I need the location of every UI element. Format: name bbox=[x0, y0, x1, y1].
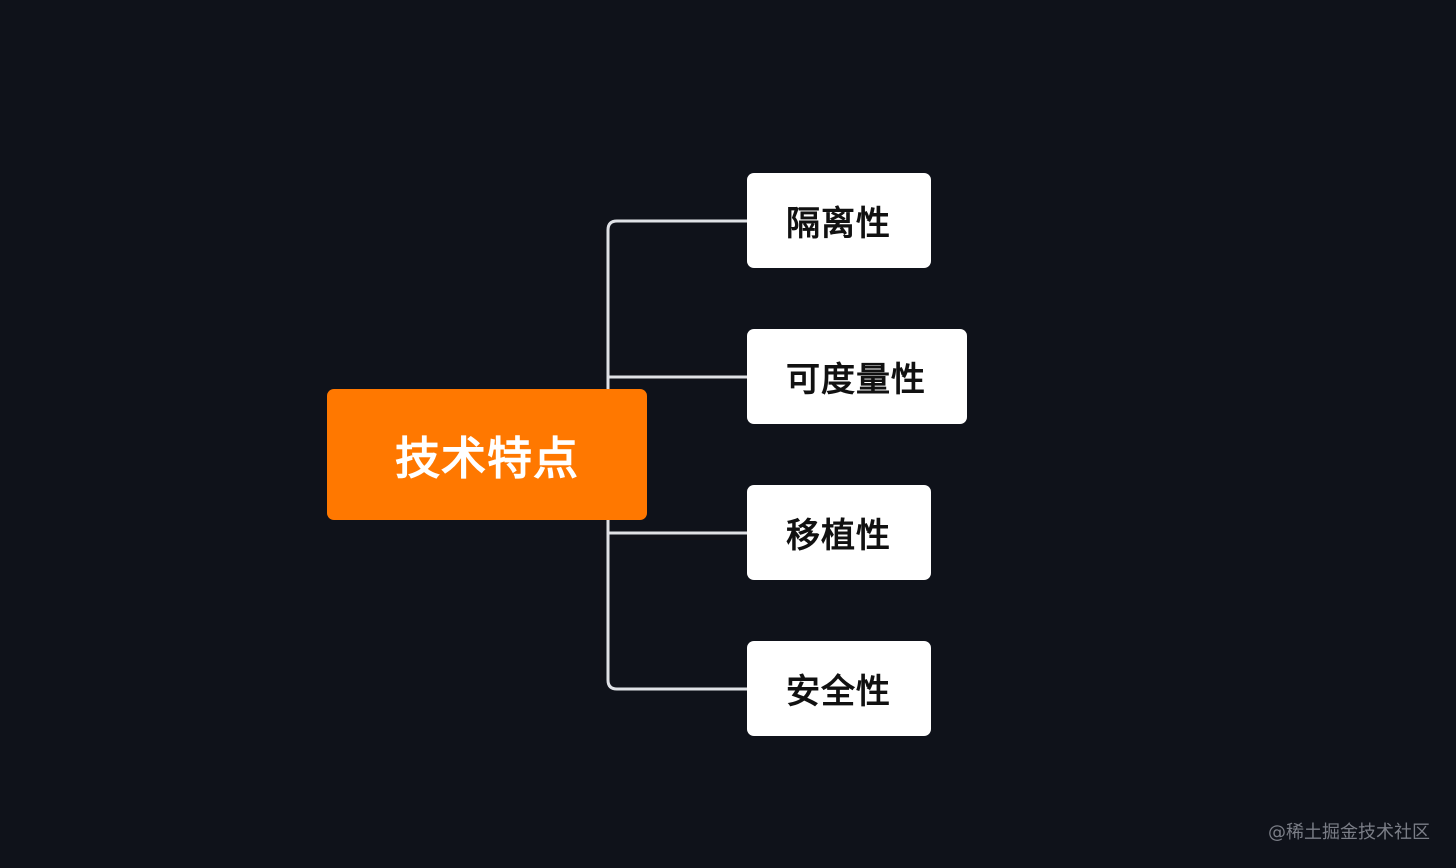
child-node-portability: 移植性 bbox=[747, 485, 931, 580]
watermark: @稀土掘金技术社区 bbox=[1268, 822, 1430, 843]
root-node-label: 技术特点 bbox=[394, 432, 579, 485]
child-node-label: 可度量性 bbox=[786, 360, 926, 400]
root-node: 技术特点 bbox=[327, 389, 647, 520]
connector-to-child-4 bbox=[606, 518, 749, 691]
child-node-security: 安全性 bbox=[747, 641, 931, 736]
child-node-measurability: 可度量性 bbox=[747, 329, 967, 424]
connector-to-child-2 bbox=[606, 375, 749, 391]
child-node-label: 移植性 bbox=[786, 516, 891, 556]
child-node-isolation: 隔离性 bbox=[747, 173, 931, 268]
connector-to-child-3 bbox=[606, 518, 749, 535]
connector-to-child-1 bbox=[606, 219, 749, 391]
child-node-label: 安全性 bbox=[786, 672, 891, 712]
child-node-label: 隔离性 bbox=[786, 204, 891, 244]
